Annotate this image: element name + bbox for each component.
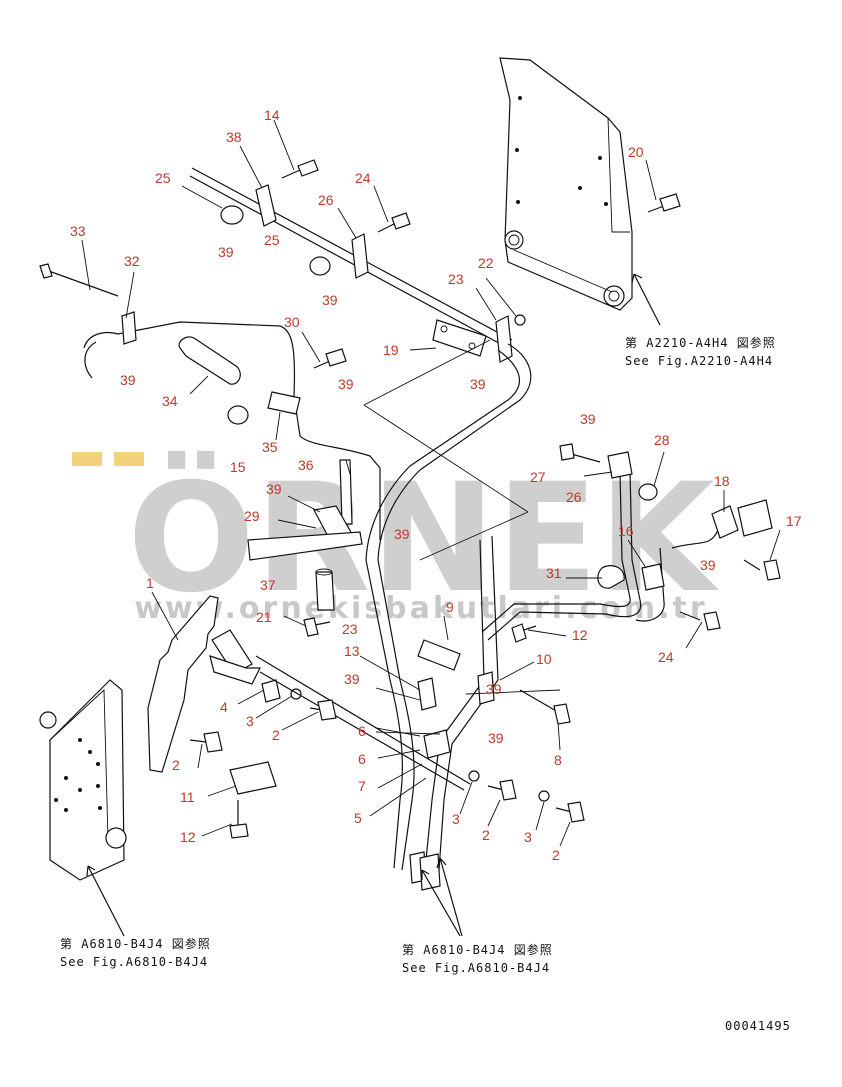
reference-notes: 第 A2210-A4H4 図参照 See Fig.A2210-A4H4 第 A6… — [60, 335, 791, 1033]
ref-a6810-left-line2: See Fig.A6810-B4J4 — [60, 955, 208, 969]
part-label-29: 29 — [244, 508, 260, 524]
support-bar-top — [189, 167, 526, 363]
part-label-39: 39 — [120, 372, 136, 388]
leader-lines — [81, 119, 781, 937]
part-label-25: 25 — [155, 170, 171, 186]
ref-a6810-right-line1: 第 A6810-B4J4 図参照 — [402, 942, 553, 957]
part-label-39: 39 — [470, 376, 486, 392]
bolts-top — [39, 159, 681, 369]
part-label-2: 2 — [172, 757, 180, 773]
part-label-27: 27 — [530, 469, 546, 485]
part-label-1: 1 — [146, 575, 154, 591]
part-label-32: 32 — [124, 253, 140, 269]
part-label-33: 33 — [70, 223, 86, 239]
part-label-37: 37 — [260, 577, 276, 593]
part-label-34: 34 — [162, 393, 178, 409]
part-label-12: 12 — [572, 627, 588, 643]
part-label-24: 24 — [658, 649, 674, 665]
frame-lower-left — [39, 679, 127, 881]
part-label-25: 25 — [264, 232, 280, 248]
part-label-2: 2 — [552, 847, 560, 863]
part-label-39: 39 — [488, 730, 504, 746]
part-label-3: 3 — [452, 811, 460, 827]
part-label-22: 22 — [478, 255, 494, 271]
part-label-31: 31 — [546, 565, 562, 581]
part-label-5: 5 — [354, 810, 362, 826]
part-label-17: 17 — [786, 513, 802, 529]
part-label-39: 39 — [266, 481, 282, 497]
part-label-12: 12 — [180, 829, 196, 845]
part-label-39: 39 — [344, 671, 360, 687]
part-label-39: 39 — [322, 292, 338, 308]
part-label-9: 9 — [446, 599, 454, 615]
part-label-6: 6 — [358, 751, 366, 767]
part-label-23: 23 — [342, 621, 358, 637]
part-label-23: 23 — [448, 271, 464, 287]
part-label-26: 26 — [566, 489, 582, 505]
part-label-10: 10 — [536, 651, 552, 667]
part-label-18: 18 — [714, 473, 730, 489]
part-label-20: 20 — [628, 144, 644, 160]
part-label-8: 8 — [554, 752, 562, 768]
center-parts — [247, 443, 781, 725]
part-labels: 14 38 25 24 26 25 39 33 32 39 23 22 39 3… — [70, 107, 802, 863]
part-label-6: 6 — [358, 723, 366, 739]
ref-a6810-right-line2: See Fig.A6810-B4J4 — [402, 961, 550, 975]
part-label-4: 4 — [220, 699, 228, 715]
mounting-plate-right — [499, 57, 633, 311]
part-label-15: 15 — [230, 459, 246, 475]
part-label-21: 21 — [256, 609, 272, 625]
part-label-35: 35 — [262, 439, 278, 455]
part-label-13: 13 — [344, 643, 360, 659]
part-label-36: 36 — [298, 457, 314, 473]
part-label-16: 16 — [618, 523, 634, 539]
part-label-39: 39 — [486, 681, 502, 697]
part-label-26: 26 — [318, 192, 334, 208]
part-label-2: 2 — [482, 827, 490, 843]
part-label-11: 11 — [180, 789, 195, 805]
ref-a6810-left-line1: 第 A6810-B4J4 図参照 — [60, 936, 211, 951]
drawing-number: 00041495 — [725, 1019, 791, 1033]
part-label-3: 3 — [524, 829, 532, 845]
part-label-39: 39 — [338, 376, 354, 392]
part-label-24: 24 — [355, 170, 371, 186]
part-label-39: 39 — [580, 411, 596, 427]
ref-a2210-line2: See Fig.A2210-A4H4 — [625, 354, 773, 368]
part-label-39: 39 — [218, 244, 234, 260]
part-label-38: 38 — [226, 129, 242, 145]
part-label-39: 39 — [700, 557, 716, 573]
hose-bundle — [365, 343, 773, 891]
part-label-19: 19 — [383, 342, 399, 358]
part-label-30: 30 — [284, 314, 300, 330]
pipe-assembly-left — [83, 311, 529, 561]
watermark-accent-left — [72, 452, 102, 466]
watermark-url: www.ornekisbakutlari.com.tr — [134, 591, 707, 626]
bracket-lower-left — [147, 595, 585, 839]
part-label-28: 28 — [654, 432, 670, 448]
part-label-2: 2 — [272, 727, 280, 743]
part-label-7: 7 — [358, 778, 366, 794]
part-label-14: 14 — [264, 107, 280, 123]
part-label-39: 39 — [394, 526, 410, 542]
part-label-3: 3 — [246, 713, 254, 729]
ref-a2210-line1: 第 A2210-A4H4 図参照 — [625, 335, 776, 350]
watermark-accent-right — [114, 452, 144, 466]
